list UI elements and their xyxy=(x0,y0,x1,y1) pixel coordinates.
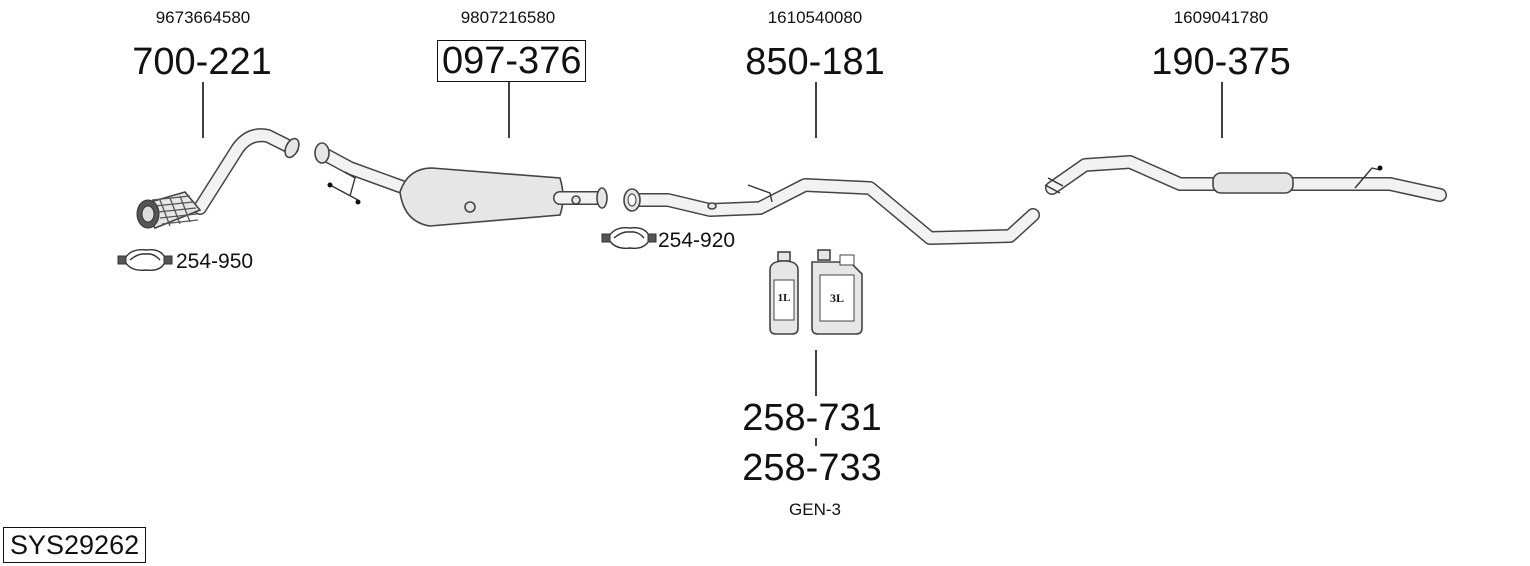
rear-silencer-190-375[interactable] xyxy=(1044,155,1447,202)
middle-pipe-850-181[interactable] xyxy=(623,178,1040,245)
bottle-small-label: 1L xyxy=(777,292,791,304)
fluid-number-2[interactable]: 258-733 xyxy=(742,447,882,489)
clamp-icon-254-950[interactable] xyxy=(117,249,173,271)
fluid-number-1[interactable]: 258-731 xyxy=(742,397,882,439)
bottle-icon-large[interactable] xyxy=(811,249,863,335)
clamp-icon-254-920[interactable] xyxy=(601,227,657,249)
bottle-icon-small[interactable] xyxy=(769,251,799,335)
front-pipe-700-221[interactable] xyxy=(136,128,302,229)
part-number-2-boxed[interactable]: 097-376 xyxy=(437,40,587,82)
oem-number-3: 1610540080 xyxy=(767,8,863,27)
part-number-1[interactable]: 700-221 xyxy=(132,41,272,83)
oem-number-2: 9807216580 xyxy=(460,8,556,27)
oem-number-1: 9673664580 xyxy=(155,8,251,27)
part-number-4[interactable]: 190-375 xyxy=(1151,41,1291,83)
clamp-number-1[interactable]: 254-950 xyxy=(176,250,254,273)
system-id-badge[interactable]: SYS29262 xyxy=(3,527,147,563)
generation-label: GEN-3 xyxy=(789,500,841,519)
oem-number-4: 1609041780 xyxy=(1173,8,1269,27)
bottle-large-label: 3L xyxy=(829,291,844,305)
catalyst-dpf-097-376[interactable] xyxy=(314,142,608,227)
flex-section xyxy=(136,191,202,229)
part-number-3[interactable]: 850-181 xyxy=(745,41,885,83)
clamp-number-2[interactable]: 254-920 xyxy=(658,229,736,252)
